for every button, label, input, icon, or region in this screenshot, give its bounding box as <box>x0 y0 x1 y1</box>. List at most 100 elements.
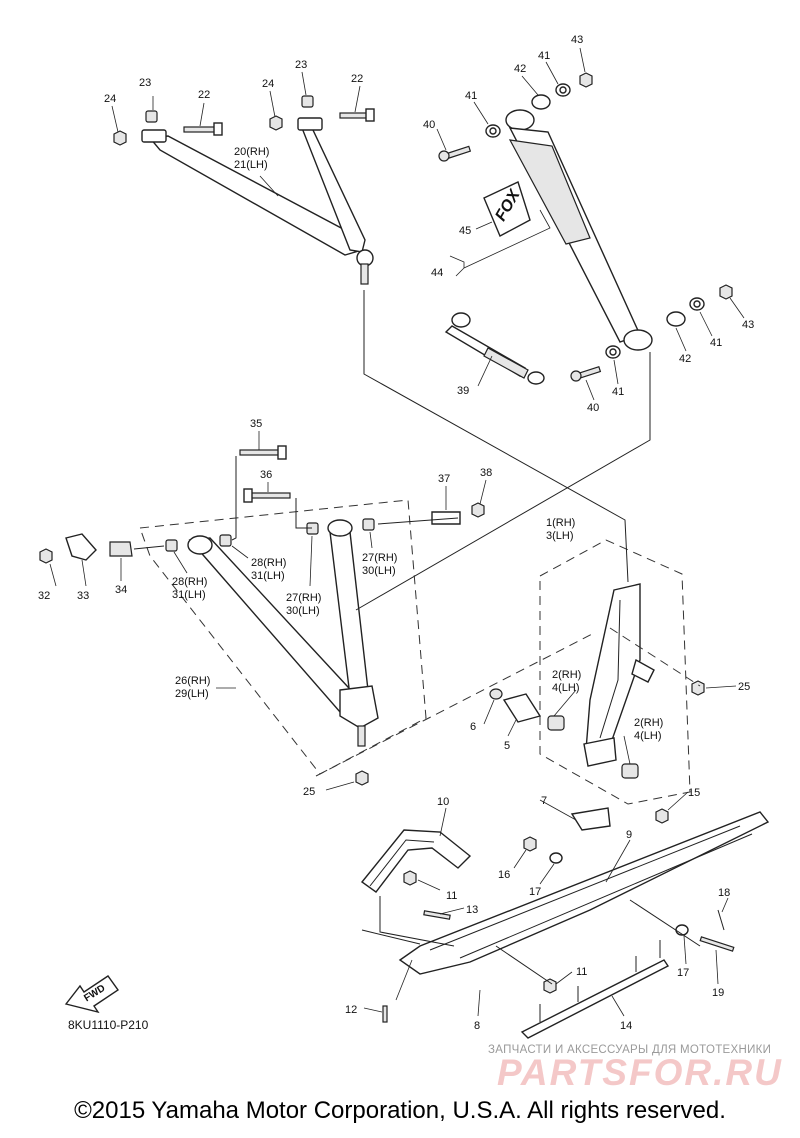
callout-line: 26(RH) <box>175 675 210 687</box>
callout-line: 7 <box>541 795 547 807</box>
callout-line: 34 <box>115 584 127 596</box>
callout-line: 43 <box>742 319 754 331</box>
callout-c41a: 41 <box>465 90 477 102</box>
callout-line: 5 <box>504 740 510 752</box>
callout-line: 9 <box>626 829 632 841</box>
callout-c12: 12 <box>345 1004 357 1016</box>
callout-line: 20(RH) <box>234 146 269 158</box>
callout-line: 30(LH) <box>286 605 320 617</box>
callout-line: 1(RH) <box>546 517 575 529</box>
watermark-caption: ЗАПЧАСТИ И АКСЕССУАРЫ ДЛЯ МОТОТЕХНИКИ <box>488 1044 772 1056</box>
callout-line: 27(RH) <box>362 552 397 564</box>
callout-line: 15 <box>688 787 700 799</box>
nut-24-right <box>269 115 283 131</box>
callout-c40a: 40 <box>423 119 435 131</box>
callout-line: 2(RH) <box>552 669 581 681</box>
callout-c6: 6 <box>470 721 476 733</box>
bushing-23-left <box>145 110 158 123</box>
callout-c25a: 25 <box>738 681 750 693</box>
callout-line: 44 <box>431 267 443 279</box>
callout-c15: 15 <box>688 787 700 799</box>
callout-line: 43 <box>571 34 583 46</box>
spindle <box>583 583 655 767</box>
lower-a-arm <box>187 519 379 747</box>
callout-c2a: 2(RH)4(LH) <box>552 669 581 694</box>
callout-c14: 14 <box>620 1020 632 1032</box>
callout-c11b: 11 <box>576 966 587 978</box>
callout-c5: 5 <box>504 740 510 752</box>
bolt-22-right <box>339 108 375 122</box>
callout-c13: 13 <box>466 904 478 916</box>
callout-line: 4(LH) <box>634 730 662 742</box>
callout-line: 33 <box>77 590 89 602</box>
callout-c23b: 23 <box>295 59 307 71</box>
callout-line: 38 <box>480 467 492 479</box>
callout-c28b: 28(RH)31(LH) <box>251 557 286 582</box>
callout-line: 41 <box>710 337 722 349</box>
callout-c27a: 27(RH)30(LH) <box>286 592 321 617</box>
callout-c39: 39 <box>457 385 469 397</box>
callout-c34: 34 <box>115 584 127 596</box>
ski-hardware <box>382 808 735 1023</box>
callout-c33: 33 <box>77 590 89 602</box>
callout-line: 17 <box>677 967 689 979</box>
fwd-arrow-icon: FWD <box>64 975 119 1014</box>
callout-line: 28(RH) <box>251 557 286 569</box>
callout-c26: 26(RH)29(LH) <box>175 675 210 700</box>
ski-handle <box>360 829 472 893</box>
callout-line: 39 <box>457 385 469 397</box>
callout-line: 41 <box>612 386 624 398</box>
ski <box>398 807 770 975</box>
callout-line: 2(RH) <box>634 717 663 729</box>
upper-a-arm <box>141 117 374 285</box>
callout-c17a: 17 <box>529 886 541 898</box>
callout-line: 42 <box>679 353 691 365</box>
callout-line: 35 <box>250 418 262 430</box>
diagram-code: 8KU1110-P210 <box>68 1018 149 1032</box>
callout-line: 11 <box>446 890 457 902</box>
callout-c44: 44 <box>431 267 443 279</box>
shock-top-hardware <box>438 72 593 162</box>
callout-c19: 19 <box>712 987 724 999</box>
callout-line: 17 <box>529 886 541 898</box>
callout-c9: 9 <box>626 829 632 841</box>
bushing-23-right <box>301 95 314 108</box>
callout-c23a: 23 <box>139 77 151 89</box>
callout-line: 23 <box>139 77 151 89</box>
callout-line: 41 <box>538 50 550 62</box>
callout-c35: 35 <box>250 418 262 430</box>
callout-line: 37 <box>438 473 450 485</box>
callout-line: 24 <box>104 93 116 105</box>
callout-c11a: 11 <box>446 890 457 902</box>
callout-c28a: 28(RH)31(LH) <box>172 576 207 601</box>
callout-line: 4(LH) <box>552 682 580 694</box>
nut-24-left <box>113 130 127 146</box>
copyright-notice: ©2015 Yamaha Motor Corporation, U.S.A. A… <box>74 1097 726 1124</box>
lower-arm-hardware <box>39 445 485 564</box>
callout-line: 21(LH) <box>234 159 268 171</box>
callout-line: 40 <box>587 402 599 414</box>
ski-wear-bar <box>520 940 670 1039</box>
callout-line: 12 <box>345 1004 357 1016</box>
fox-decal: FOX <box>483 181 531 237</box>
stabilizer-link <box>444 312 545 385</box>
callout-line: 42 <box>514 63 526 75</box>
watermark-logo: PARTSFOR.RU <box>497 1052 783 1093</box>
callout-c37: 37 <box>438 473 450 485</box>
callout-c2b: 2(RH)4(LH) <box>634 717 663 742</box>
callout-line: 22 <box>198 89 210 101</box>
callout-c43b: 43 <box>742 319 754 331</box>
callout-c41c: 41 <box>612 386 624 398</box>
shock-absorber <box>505 109 653 351</box>
callout-line: 24 <box>262 78 274 90</box>
callout-line: 28(RH) <box>172 576 207 588</box>
callout-line: 10 <box>437 796 449 808</box>
assembly-outlines <box>139 499 701 805</box>
callout-line: 29(LH) <box>175 688 209 700</box>
callout-line: 3(LH) <box>546 530 574 542</box>
bolt-22-left <box>183 122 223 136</box>
callout-line: 14 <box>620 1020 632 1032</box>
callout-c42a: 42 <box>514 63 526 75</box>
callout-c41d: 41 <box>710 337 722 349</box>
